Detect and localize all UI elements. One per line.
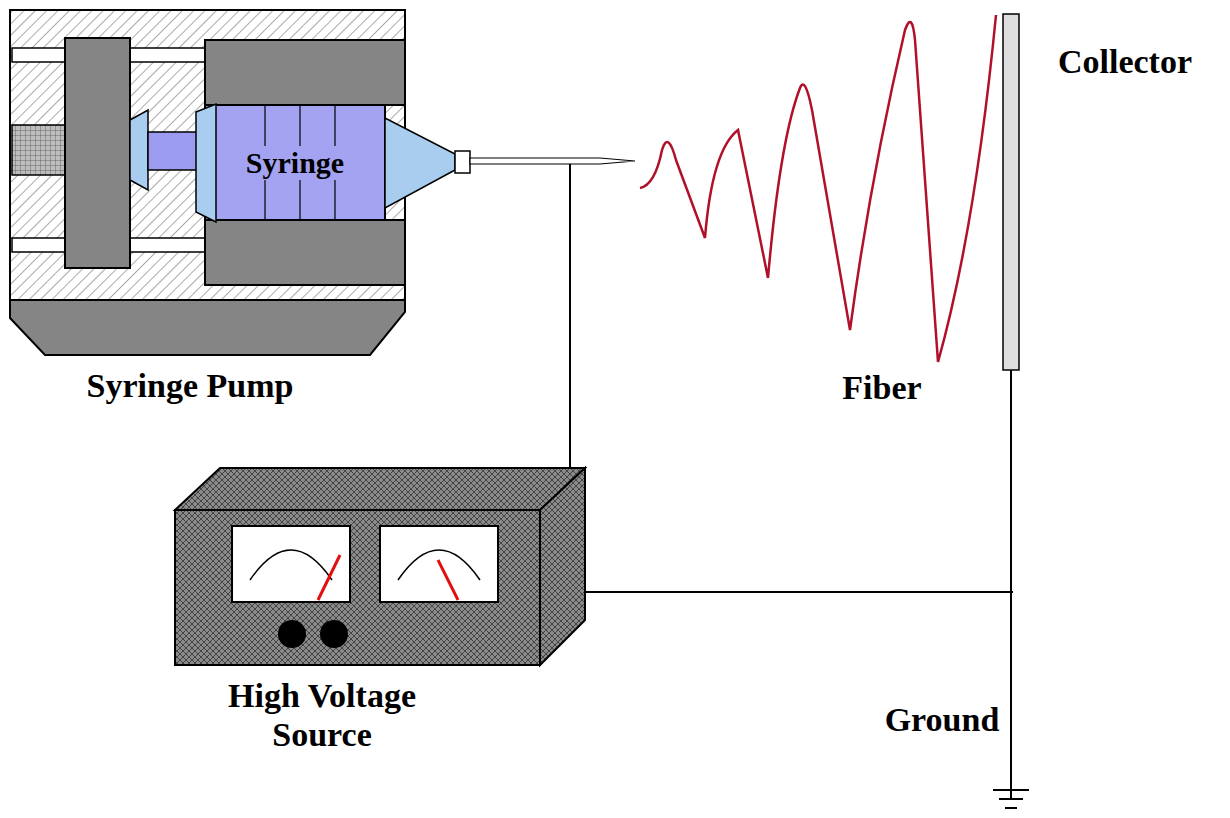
syringe-barrel: Syringe (205, 105, 385, 220)
syringe-label: Syringe (244, 146, 346, 180)
part-label: Ground (885, 700, 1000, 739)
high-voltage-source (175, 468, 585, 665)
part-label: Syringe Pump (87, 366, 294, 405)
part-label: High Voltage Source (222, 676, 422, 754)
syringe-pump (10, 10, 405, 355)
part-label: Fiber (842, 368, 921, 407)
ground-symbol (993, 790, 1029, 808)
part-label: Collector (1058, 42, 1192, 81)
wire (542, 164, 1013, 800)
collector-plate (1003, 14, 1019, 370)
fiber (640, 15, 996, 362)
